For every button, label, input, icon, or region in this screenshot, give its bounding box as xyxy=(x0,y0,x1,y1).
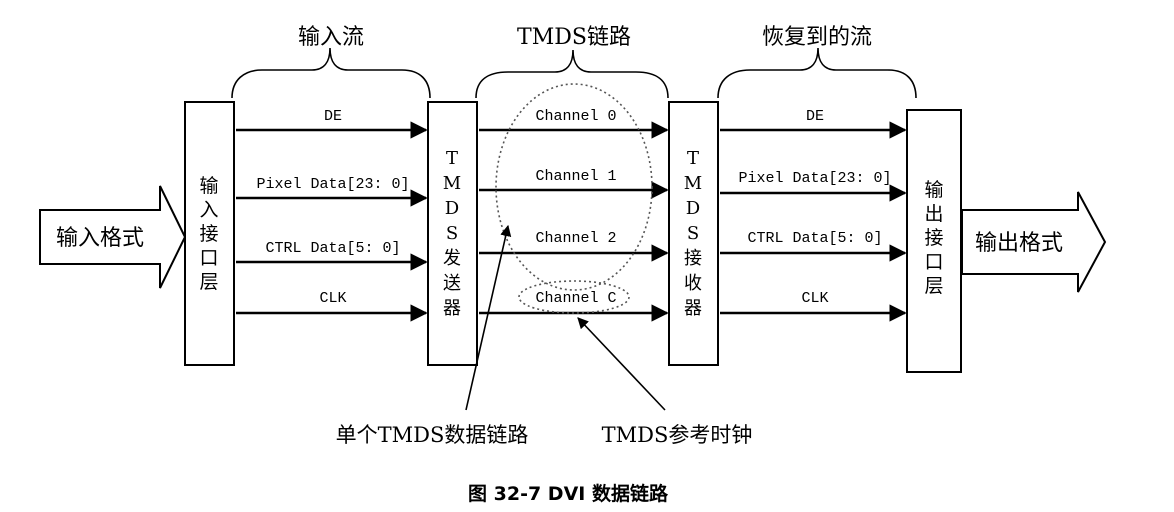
recovered-stream-label: 恢复到的流 xyxy=(762,25,872,50)
tmds-transmitter-char: 器 xyxy=(443,298,461,319)
input-interface-char: 入 xyxy=(199,199,218,221)
tmds-transmitter-char: M xyxy=(443,173,461,194)
recovered-stream-brace xyxy=(717,47,917,99)
pixel-data-label-right: Pixel Data[23: 0] xyxy=(738,170,891,187)
clk-label-left: CLK xyxy=(319,290,346,307)
figure-caption: 图 32-7 DVI 数据链路 xyxy=(468,482,669,505)
input-interface-char: 输 xyxy=(199,175,218,197)
tmds-receiver-char: 接 xyxy=(684,248,702,269)
de-label-left: DE xyxy=(324,108,342,125)
single-link-label: 单个TMDS数据链路 xyxy=(336,423,529,447)
tmds-receiver-char: M xyxy=(684,173,702,194)
input-interface-char: 口 xyxy=(199,247,218,269)
clock-dotted-ellipse xyxy=(518,280,630,314)
ctrl-data-label-right: CTRL Data[5: 0] xyxy=(747,230,882,247)
tmds-transmitter-char: S xyxy=(446,223,458,244)
input-interface-char: 接 xyxy=(199,223,218,245)
channel-1-label: Channel 1 xyxy=(535,168,616,185)
tmds-transmitter xyxy=(427,101,478,366)
tmds-receiver-char: 收 xyxy=(684,273,702,294)
ctrl-data-label-left: CTRL Data[5: 0] xyxy=(265,240,400,257)
input-format-arrow xyxy=(39,185,187,289)
channel-c-label: Channel C xyxy=(535,290,616,307)
pixel-data-label-left: Pixel Data[23: 0] xyxy=(256,176,409,193)
clk-label-right: CLK xyxy=(801,290,828,307)
output-interface-char: 出 xyxy=(924,203,943,225)
tmds-transmitter-char: 发 xyxy=(443,248,461,269)
input-format-label: 输入格式 xyxy=(56,226,144,251)
ref-clock-pointer xyxy=(577,317,666,411)
data-link-dotted-ellipse xyxy=(495,83,653,291)
input-interface-char: 层 xyxy=(199,271,218,293)
tmds-link-label: TMDS链路 xyxy=(517,25,631,50)
ref-clock-label: TMDS参考时钟 xyxy=(602,423,753,447)
input-stream-label: 输入流 xyxy=(298,25,364,50)
tmds-link-brace xyxy=(475,49,669,99)
output-interface-char: 层 xyxy=(924,275,943,297)
output-interface-char: 口 xyxy=(924,251,943,273)
single-link-pointer xyxy=(465,224,512,411)
input-interface-layer xyxy=(184,101,235,366)
tmds-receiver-char: S xyxy=(687,223,699,244)
tmds-receiver-char: D xyxy=(686,198,700,219)
output-format-arrow xyxy=(961,191,1107,293)
channel-0-label: Channel 0 xyxy=(535,108,616,125)
tmds-receiver xyxy=(668,101,719,366)
output-format-label: 输出格式 xyxy=(975,231,1063,256)
channel-2-label: Channel 2 xyxy=(535,230,616,247)
tmds-receiver-char: T xyxy=(687,148,699,169)
tmds-transmitter-char: 送 xyxy=(443,273,461,294)
tmds-transmitter-char: T xyxy=(446,148,458,169)
output-interface-layer xyxy=(906,109,962,373)
tmds-receiver-char: 器 xyxy=(684,298,702,319)
de-label-right: DE xyxy=(806,108,824,125)
tmds-transmitter-char: D xyxy=(445,198,459,219)
input-stream-brace xyxy=(231,47,431,99)
output-interface-char: 输 xyxy=(924,179,943,201)
output-interface-char: 接 xyxy=(924,227,943,249)
